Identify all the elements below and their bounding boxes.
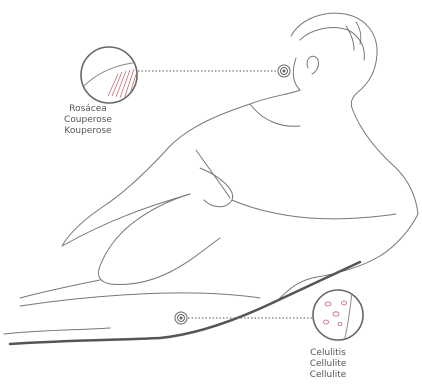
ground-line-left xyxy=(4,328,110,334)
cellulite-label: Celulitis Cellulite Cellulite xyxy=(292,348,364,381)
shoulder-line xyxy=(250,104,300,126)
cellulite-label-line: Celulitis xyxy=(292,348,364,359)
ground-line xyxy=(10,262,360,344)
cellulite-label-line: Cellulite xyxy=(292,370,364,381)
cellulite-target-marker xyxy=(175,312,187,324)
rosacea-label-line: Kouperose xyxy=(60,126,116,137)
leg-lower xyxy=(20,280,100,298)
torso-side xyxy=(232,200,396,219)
skin-redness-magnifier-icon xyxy=(81,47,140,110)
rosacea-target-marker xyxy=(278,65,290,77)
rosacea-label-line: Couperose xyxy=(60,115,116,126)
knee-line xyxy=(110,238,220,285)
cellulite-label-line: Cellulite xyxy=(292,359,364,370)
ear-outline xyxy=(307,56,318,74)
back-outline xyxy=(352,108,418,214)
rosacea-label: Rosácea Couperose Kouperose xyxy=(60,104,116,137)
hip-outline xyxy=(278,214,418,300)
arm-lower xyxy=(62,194,190,246)
hair-line xyxy=(300,28,364,60)
woman-body-outline xyxy=(4,13,418,344)
hair-strands xyxy=(346,22,361,50)
arm-upper xyxy=(62,146,170,246)
cellulite-callout xyxy=(175,290,363,342)
breast-curve xyxy=(200,168,233,207)
skin-cellulite-magnifier-icon xyxy=(313,290,363,342)
rosacea-label-line: Rosácea xyxy=(60,104,116,115)
thigh-upper xyxy=(98,194,190,284)
leg-line xyxy=(20,293,260,306)
